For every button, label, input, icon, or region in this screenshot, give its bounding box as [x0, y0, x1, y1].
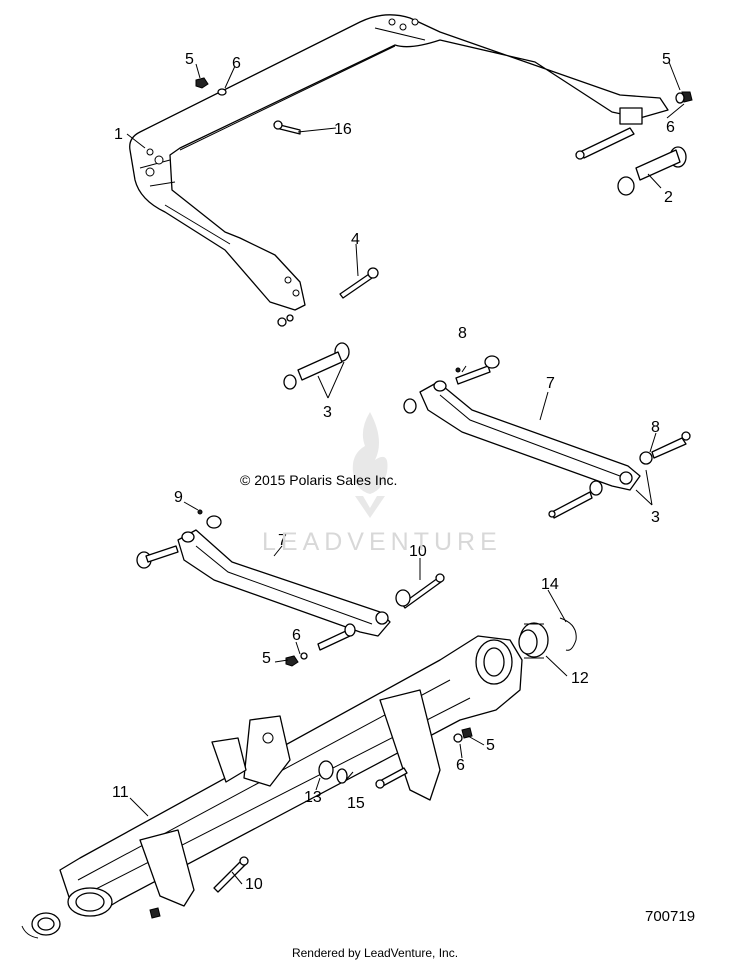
callout-15: 15: [347, 795, 365, 812]
callout-6-upper-right: 6: [666, 119, 675, 136]
callout-9: 9: [174, 489, 183, 506]
callout-5-middle: 5: [262, 650, 271, 667]
rendered-by-footer: Rendered by LeadVenture, Inc.: [291, 946, 459, 960]
nut-washer-upper-right: [675, 91, 693, 104]
bushing-13: [318, 760, 348, 784]
trailing-arm-lower: [136, 509, 391, 637]
bushing-bolt-3-right: [548, 480, 603, 519]
callout-10-lower: 10: [245, 876, 263, 893]
bolt-right-lower: [375, 727, 473, 789]
bushing-bolt-3-left: [283, 342, 350, 390]
bolt-8-right: [639, 431, 691, 465]
bushing-bolt-2: [575, 127, 687, 196]
nut-washer-upper-left: [195, 77, 227, 96]
snap-ring-14: [559, 617, 577, 651]
bolt-8-upper: [455, 355, 500, 385]
callout-13: 13: [304, 789, 322, 806]
upper-frame: [129, 14, 669, 311]
axle-housing: [59, 635, 523, 917]
callout-5-lower-right: 5: [486, 737, 495, 754]
callout-2: 2: [664, 189, 673, 206]
bolt-4: [277, 267, 379, 327]
callout-4: 4: [351, 231, 360, 248]
callout-5-upper-right: 5: [662, 51, 671, 68]
callout-11: 11: [112, 784, 129, 801]
callout-6-upper-left: 6: [232, 55, 241, 72]
bolt-middle-lower: [285, 623, 356, 667]
callout-7-lower: 7: [278, 532, 287, 549]
diagram-number: 700719: [645, 908, 696, 925]
callout-6-lower-right: 6: [456, 757, 465, 774]
callout-8-upper: 8: [458, 325, 467, 342]
callout-labels: 1 2 3 3 4 5 5 5 5 6 6 6 6 7 7 8 8 9 10 1…: [112, 51, 675, 893]
callout-1: 1: [114, 126, 123, 143]
callout-7-upper: 7: [546, 375, 555, 392]
bearing-12: [518, 622, 549, 659]
copyright-text: © 2015 Polaris Sales Inc.: [240, 472, 398, 488]
callout-5-upper-left: 5: [185, 51, 194, 68]
callout-10-middle: 10: [409, 543, 427, 560]
bearing-left: [21, 912, 61, 939]
bolt-10-lower: [149, 856, 249, 919]
callout-3-left: 3: [323, 404, 332, 421]
callout-8-right: 8: [651, 419, 660, 436]
callout-3-right: 3: [651, 509, 660, 526]
callout-12: 12: [571, 670, 589, 687]
callout-14: 14: [541, 576, 559, 593]
callout-6-middle: 6: [292, 627, 301, 644]
bolt-10-middle: [395, 573, 445, 609]
trailing-arm-upper: [403, 380, 641, 491]
watermark-text: LEADVENTURE: [262, 528, 502, 556]
leader-lines: [126, 61, 685, 885]
callout-16: 16: [334, 121, 352, 138]
leadventure-flame-icon: [345, 410, 395, 525]
bolt-16: [273, 120, 301, 135]
